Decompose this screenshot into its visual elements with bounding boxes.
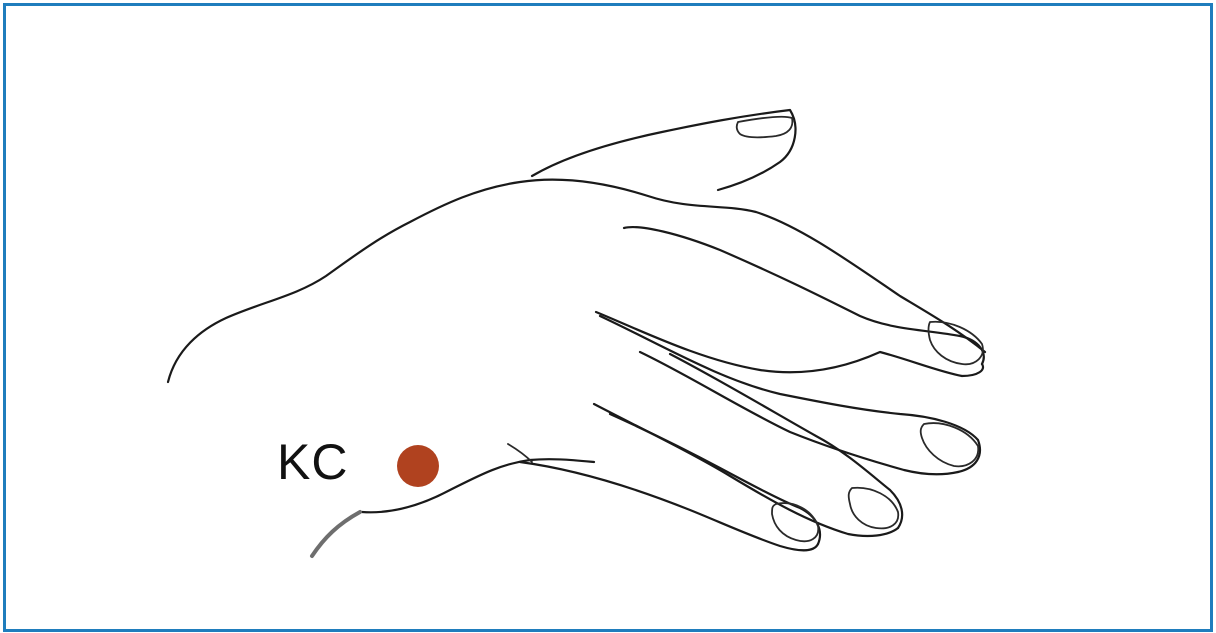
ring-finger-lower <box>594 404 898 536</box>
hand-palm-edge <box>362 459 594 512</box>
ring-nail <box>849 488 899 529</box>
middle-finger-lower <box>640 352 958 474</box>
little-finger-upper <box>610 414 820 544</box>
middle-finger-upper <box>600 316 980 472</box>
hand-palm-crease <box>508 444 532 462</box>
sleeve-edge <box>312 512 360 556</box>
index-finger-lower <box>596 312 983 376</box>
thumb-outline <box>532 110 795 190</box>
little-nail <box>772 503 818 541</box>
point-label: KC <box>277 432 348 492</box>
hand-back-outline <box>168 180 985 382</box>
kc-point-marker <box>397 445 439 487</box>
index-finger-upper <box>624 227 984 364</box>
thumbnail-outline <box>737 117 793 138</box>
middle-nail <box>921 423 979 466</box>
